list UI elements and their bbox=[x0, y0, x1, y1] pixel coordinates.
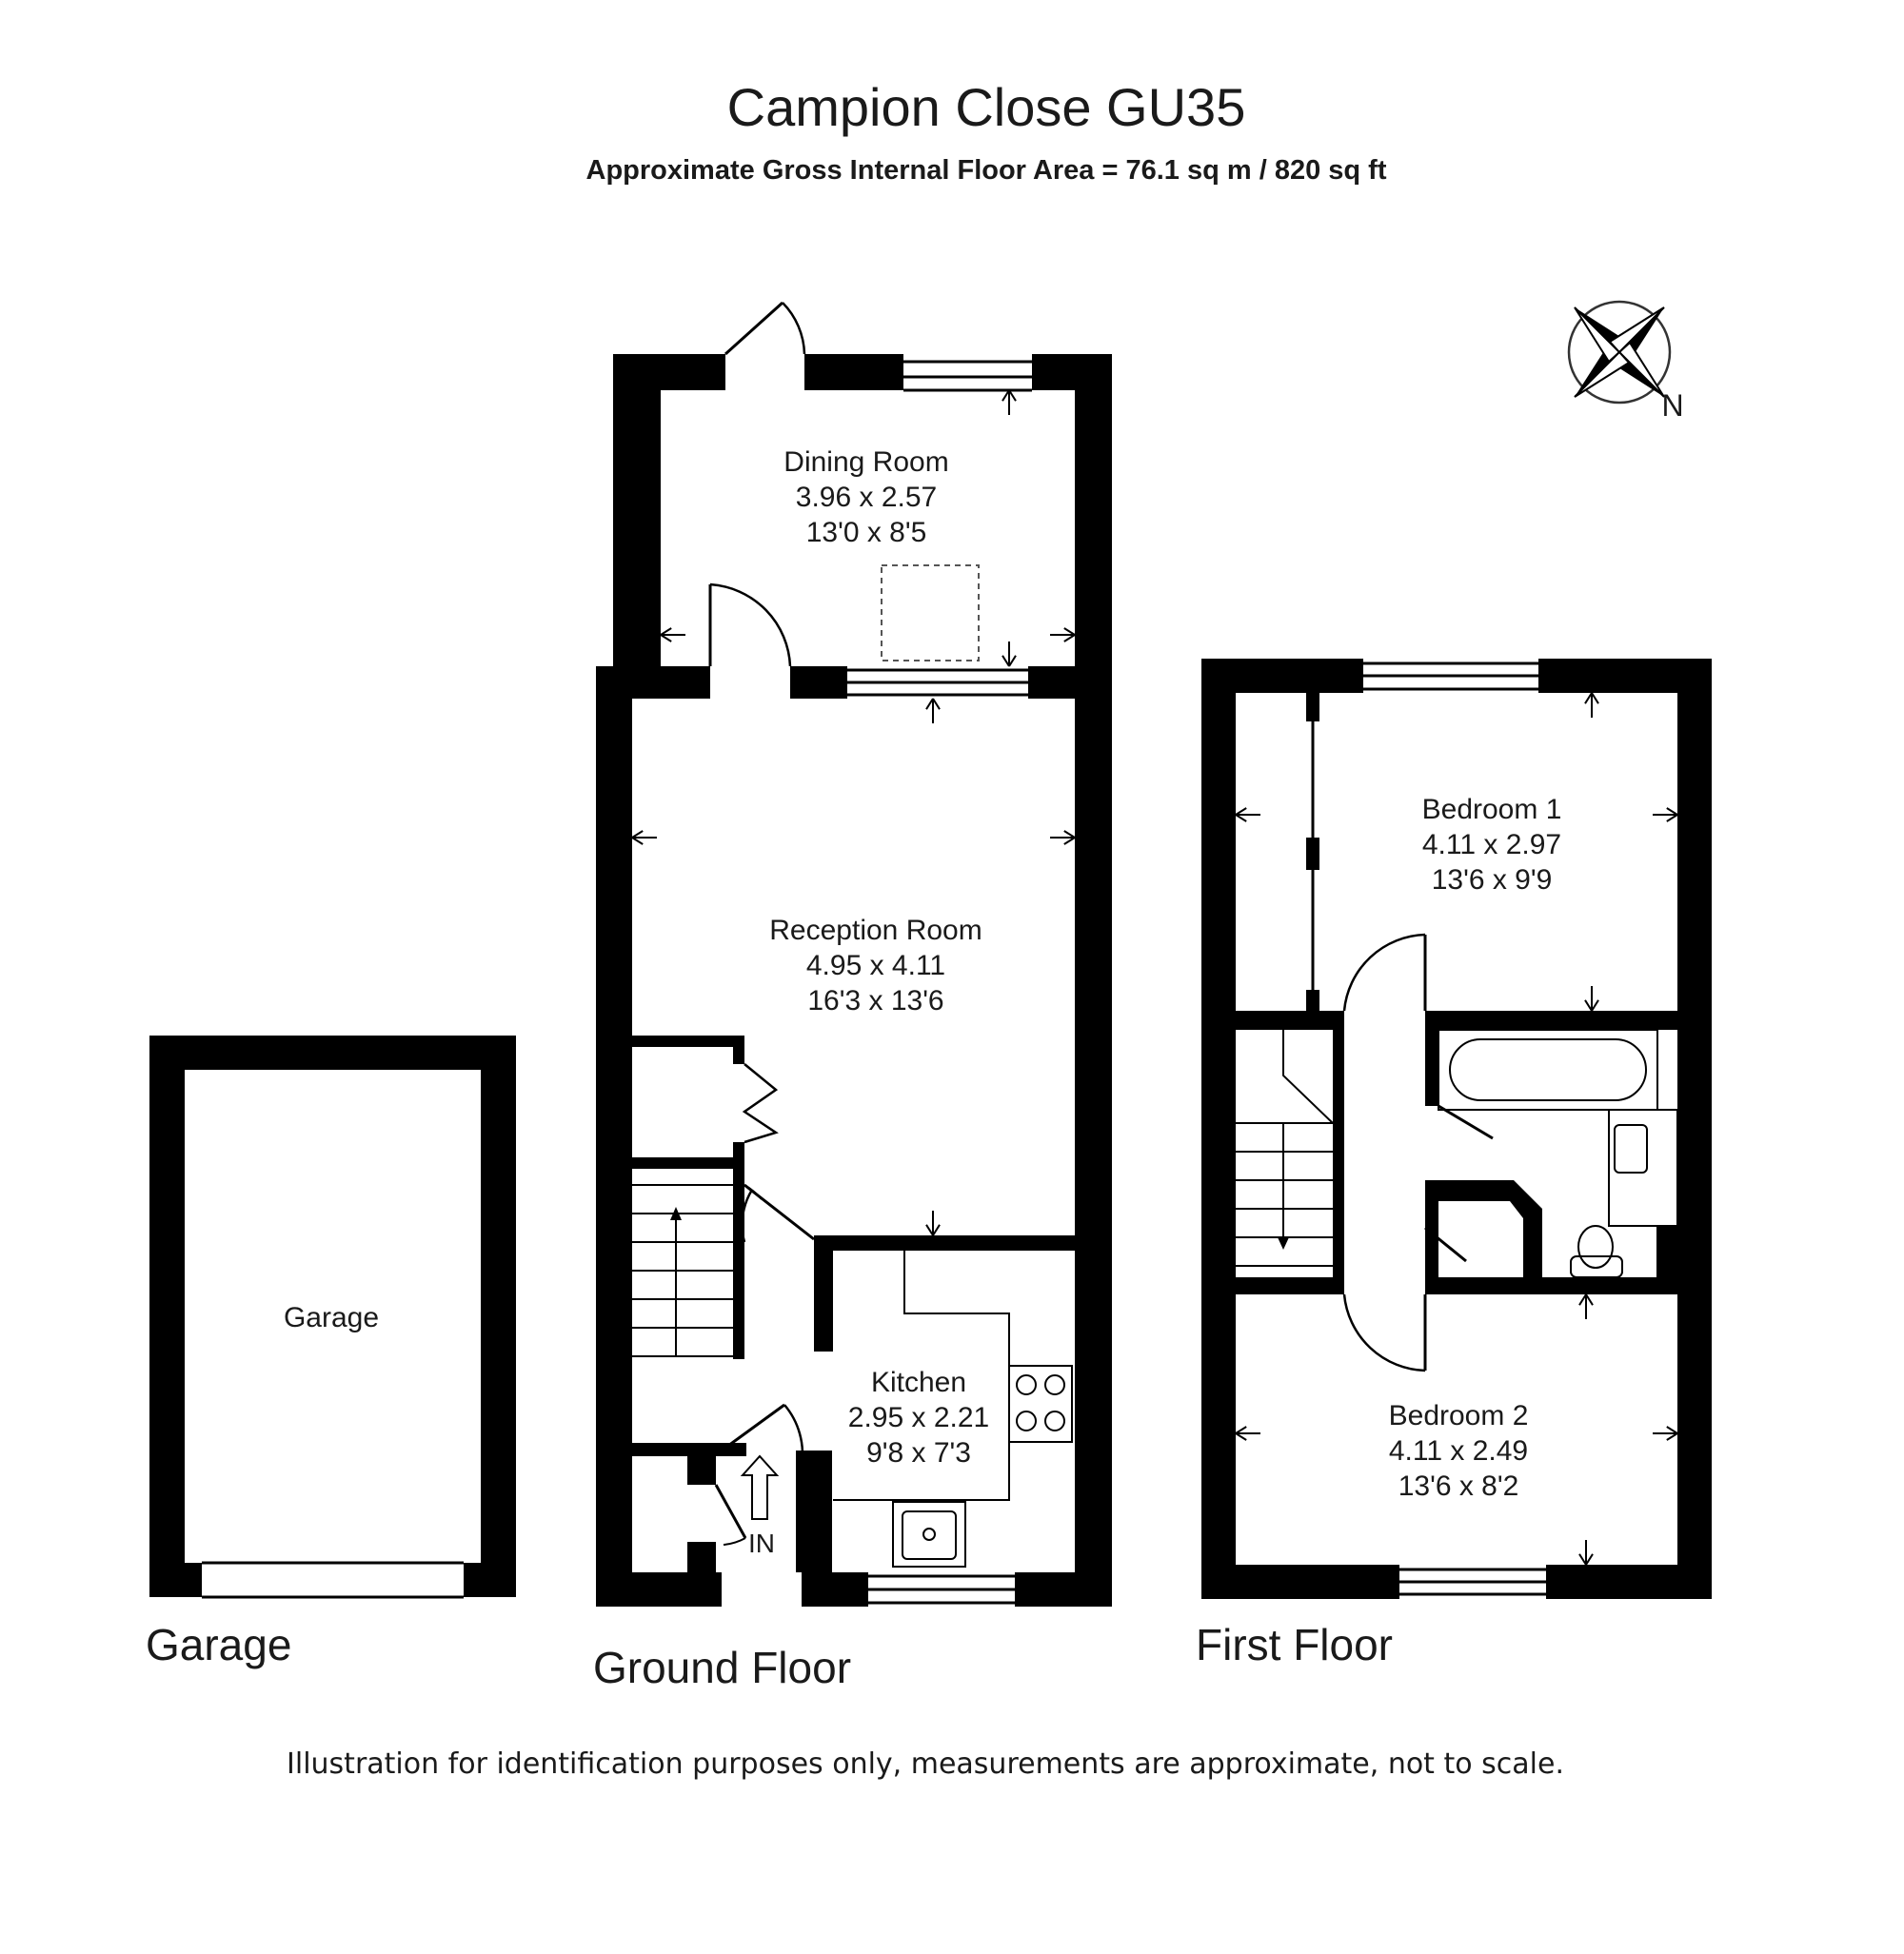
dimension-arrow-icon bbox=[1002, 641, 1017, 667]
dimension-arrow-icon bbox=[1050, 830, 1076, 845]
dining-room-name: Dining Room bbox=[783, 446, 948, 478]
kitchen-name: Kitchen bbox=[871, 1367, 966, 1398]
dimension-arrow-icon bbox=[1653, 1426, 1678, 1441]
disclaimer: Illustration for identification purposes… bbox=[287, 1747, 1564, 1781]
dimension-arrow-icon bbox=[1235, 1426, 1260, 1441]
ground-floor-plan bbox=[596, 301, 1112, 1607]
dimension-arrow-icon bbox=[1578, 1540, 1594, 1566]
kitchen-metric: 2.95 x 2.21 bbox=[848, 1402, 989, 1433]
first-floor-label: First Floor bbox=[1196, 1620, 1393, 1669]
dimension-arrow-icon bbox=[1235, 807, 1260, 822]
dimension-arrow-icon bbox=[1050, 627, 1076, 642]
garage-floor-label: Garage bbox=[146, 1620, 291, 1669]
bedroom1-name: Bedroom 1 bbox=[1422, 794, 1562, 825]
ground-floor-label: Ground Floor bbox=[593, 1643, 851, 1692]
dimension-arrow-icon bbox=[1653, 807, 1678, 822]
dimension-arrow-icon bbox=[660, 627, 685, 642]
compass-north-label: N bbox=[1661, 388, 1683, 423]
bedroom2-name: Bedroom 2 bbox=[1389, 1400, 1529, 1431]
kitchen-imperial: 9'8 x 7'3 bbox=[866, 1437, 971, 1469]
dimension-arrow-icon bbox=[925, 698, 941, 723]
dining-room-metric: 3.96 x 2.57 bbox=[796, 482, 937, 513]
garage-plan bbox=[149, 1036, 516, 1599]
floor-area-subtitle: Approximate Gross Internal Floor Area = … bbox=[586, 155, 1387, 186]
page-title: Campion Close GU35 bbox=[727, 77, 1246, 137]
dimension-arrow-icon bbox=[1002, 389, 1017, 415]
reception-room-name: Reception Room bbox=[769, 915, 982, 946]
dimension-arrow-icon bbox=[925, 1211, 941, 1236]
reception-room-imperial: 16'3 x 13'6 bbox=[807, 985, 943, 1016]
entrance-label: IN bbox=[748, 1529, 775, 1558]
bedroom1-imperial: 13'6 x 9'9 bbox=[1432, 864, 1553, 896]
garage-room-name: Garage bbox=[284, 1302, 379, 1333]
first-floor-plan bbox=[1201, 659, 1712, 1599]
bedroom2-imperial: 13'6 x 8'2 bbox=[1398, 1470, 1519, 1502]
reception-room-metric: 4.95 x 4.11 bbox=[806, 950, 945, 981]
dimension-arrow-icon bbox=[1578, 1293, 1594, 1319]
dimension-arrows bbox=[631, 389, 1678, 1566]
dimension-arrow-icon bbox=[1584, 986, 1599, 1012]
dining-room-imperial: 13'0 x 8'5 bbox=[806, 517, 927, 548]
dimension-arrow-icon bbox=[1584, 692, 1599, 718]
compass-icon bbox=[1567, 300, 1672, 405]
bedroom1-metric: 4.11 x 2.97 bbox=[1422, 829, 1561, 860]
dimension-arrow-icon bbox=[631, 830, 657, 845]
bedroom2-metric: 4.11 x 2.49 bbox=[1389, 1435, 1528, 1467]
